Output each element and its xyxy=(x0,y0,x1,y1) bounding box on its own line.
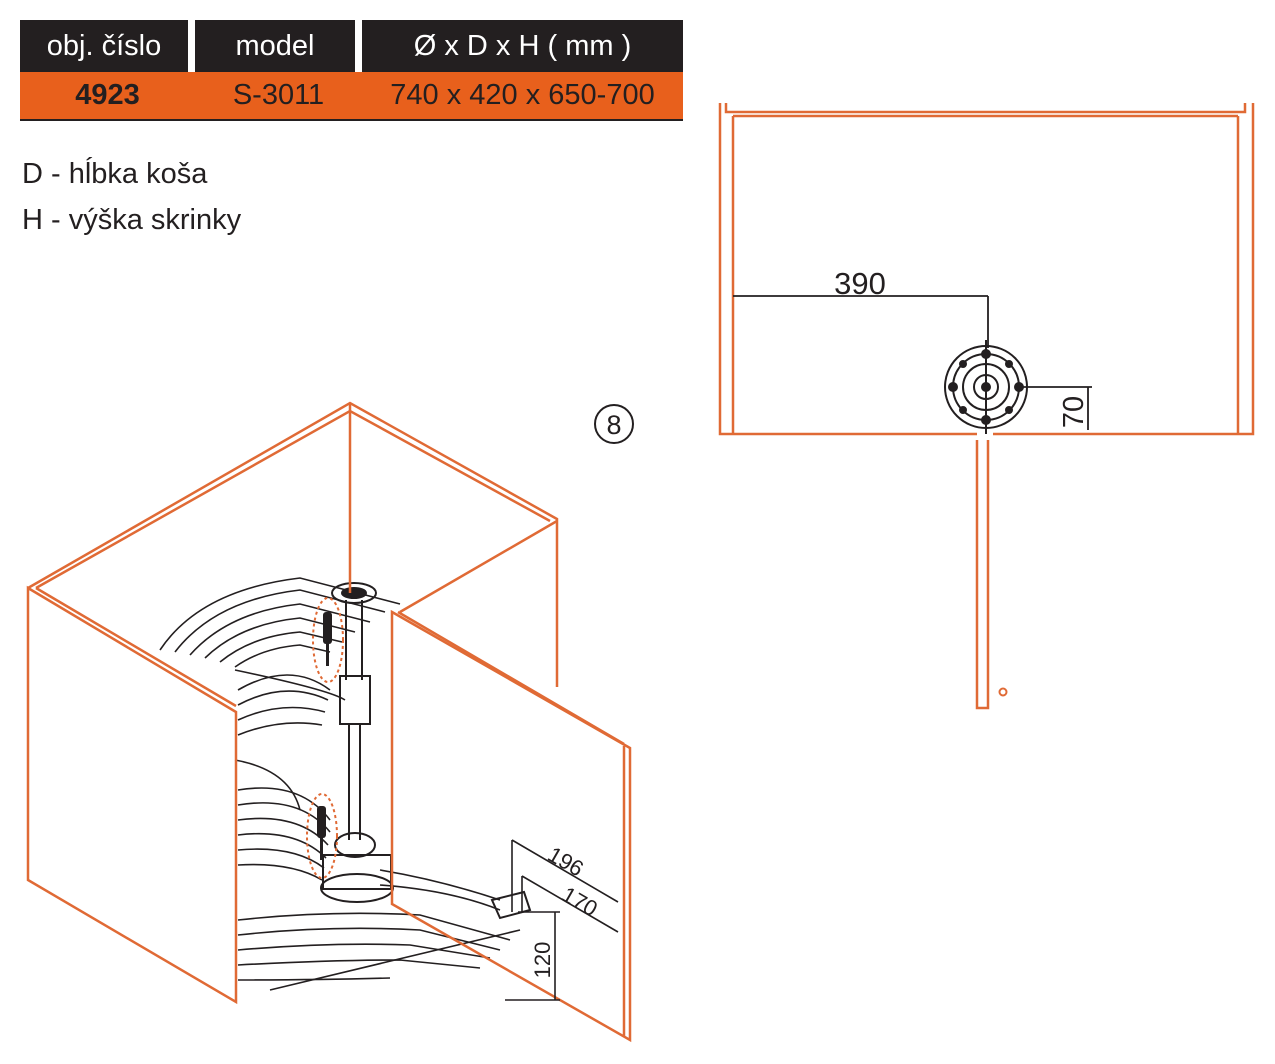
screwdriver-icon-upper xyxy=(323,612,332,666)
basket-rings xyxy=(159,577,521,991)
spec-table: obj. číslo model Ø x D x H ( mm ) 4923 S… xyxy=(20,20,683,121)
header-code: obj. číslo xyxy=(20,20,188,72)
product-model: S-3011 xyxy=(232,79,325,111)
bracket-icon xyxy=(490,890,532,920)
cabinet-outline xyxy=(718,103,1255,710)
header-dimensions: Ø x D x H ( mm ) xyxy=(362,20,683,72)
screwdriver-callout-lower xyxy=(306,793,338,879)
label-390: 390 xyxy=(834,266,886,301)
cabinet-panels xyxy=(26,401,632,1043)
hinge-hole-icon xyxy=(998,687,1008,697)
pivot-base-icon xyxy=(944,340,1028,434)
label-170: 170 xyxy=(558,881,602,921)
legend-height: H - výška skrinky xyxy=(22,204,242,236)
screwdriver-icon-lower xyxy=(317,806,326,860)
label-120: 120 xyxy=(530,942,555,979)
header-model: model xyxy=(195,20,355,72)
label-196: 196 xyxy=(544,841,588,881)
iso-dimension-lines xyxy=(505,839,619,1001)
dimension-lines xyxy=(733,295,1092,430)
product-dimensions: 740 x 420 x 650-700 xyxy=(390,79,655,111)
legend-depth: D - hĺbka koša xyxy=(22,158,208,190)
screwdriver-callout-upper xyxy=(312,597,344,683)
step-number-circle xyxy=(594,404,634,444)
step-number: 8 xyxy=(606,410,621,440)
product-code: 4923 xyxy=(75,79,140,111)
central-pole xyxy=(320,582,394,903)
label-70: 70 xyxy=(1058,396,1090,428)
spec-row: 4923 S-3011 740 x 420 x 650-700 xyxy=(20,72,683,121)
